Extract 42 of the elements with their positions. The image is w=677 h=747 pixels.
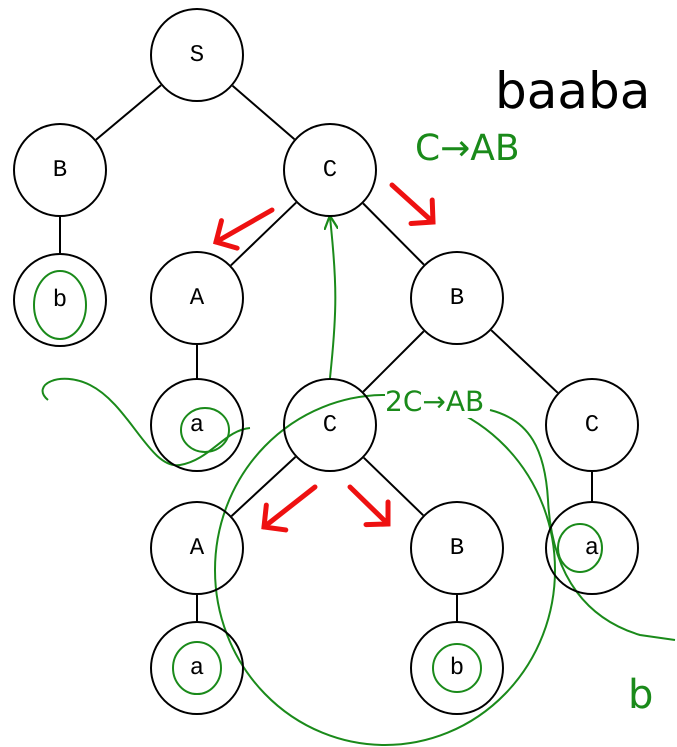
node-symbol: b <box>450 654 464 682</box>
node-symbol: C <box>584 412 600 438</box>
tree-node-circle <box>410 621 504 715</box>
node-symbol: a <box>584 534 600 562</box>
tree-node-circle <box>13 123 107 217</box>
tree-node-circle <box>283 123 377 217</box>
tree-edge <box>196 595 198 621</box>
node-symbol: a <box>190 654 204 682</box>
node-symbol: S <box>190 42 204 68</box>
tree-edge <box>490 329 558 394</box>
tree-edge <box>591 472 593 501</box>
tree-edge <box>230 456 296 517</box>
node-symbol: B <box>52 156 68 184</box>
tree-node-circle <box>150 621 244 715</box>
tree-edge <box>230 202 297 266</box>
tree-edge <box>95 84 162 141</box>
tree-edge <box>362 202 425 266</box>
tree-edge <box>196 345 198 378</box>
tree-node-circle <box>150 378 244 472</box>
node-symbol: C <box>322 412 338 438</box>
node-symbol: A <box>190 284 204 312</box>
tree-node-circle <box>13 253 107 347</box>
tree-edge <box>232 84 296 140</box>
tree-node-circle <box>545 378 639 472</box>
tree-edge <box>59 217 61 253</box>
node-symbol: b <box>52 286 68 314</box>
tree-node-circle <box>283 378 377 472</box>
node-symbol: B <box>450 534 464 562</box>
tree-edge <box>456 595 458 621</box>
tree-node-circle <box>410 501 504 595</box>
tree-node-circle <box>150 8 244 102</box>
node-symbol: C <box>322 156 338 184</box>
tree-node-circle <box>150 501 244 595</box>
tree-edge <box>362 330 424 392</box>
tree-node-circle <box>410 251 504 345</box>
node-symbol: a <box>190 412 204 438</box>
tree-edge <box>363 456 424 516</box>
tree-node-circle <box>150 251 244 345</box>
tree-node-circle <box>545 501 639 595</box>
node-symbol: B <box>450 284 464 312</box>
annotation-arrow <box>323 214 340 378</box>
node-symbol: A <box>190 534 204 562</box>
